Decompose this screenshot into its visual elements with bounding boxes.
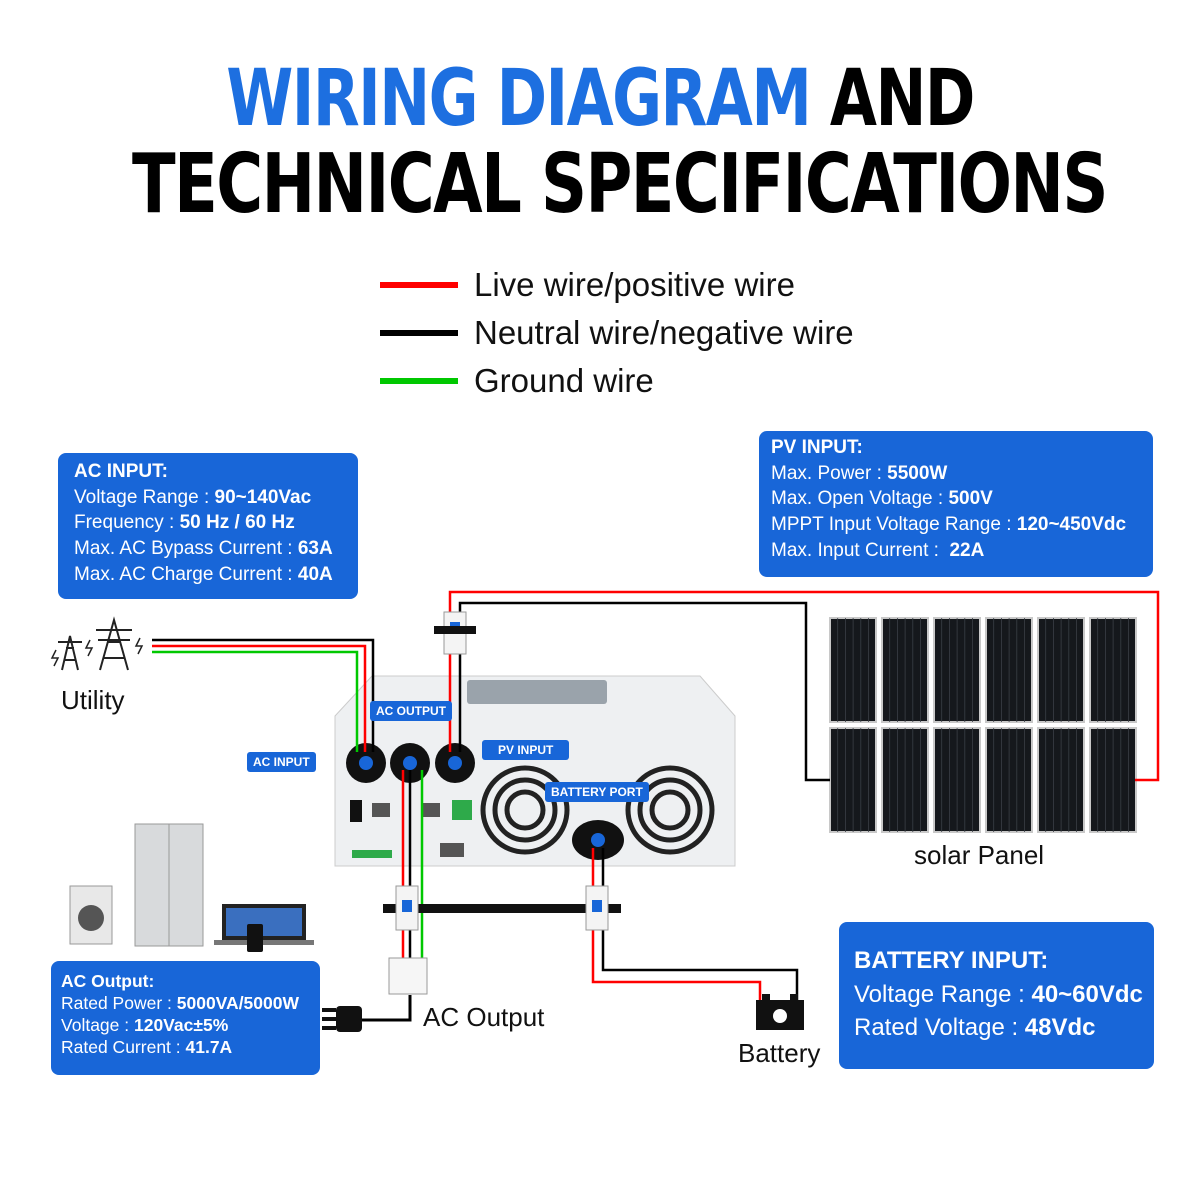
legend-ground: Ground wire — [380, 362, 654, 400]
spec-heading: AC Output: — [61, 971, 155, 991]
ac-input-spec-box: AC INPUT: Voltage Range : 90~140Vac Freq… — [58, 453, 358, 599]
battery-icon — [756, 994, 804, 1030]
spec-row: Voltage Range : 40~60Vdc — [854, 978, 1143, 1012]
title-line-2: TECHNICAL SPECIFICATIONS — [132, 137, 1108, 232]
spec-label: Voltage Range : — [74, 486, 215, 508]
title-black: AND — [829, 54, 975, 144]
battery-input-spec-box: BATTERY INPUT: Voltage Range : 40~60Vdc … — [839, 922, 1154, 1069]
spec-value: 120~450Vdc — [1016, 513, 1127, 535]
spec-row: MPPT Input Voltage Range : 120~450Vdc — [771, 512, 1141, 538]
spec-value: 22A — [949, 539, 985, 561]
ac-output-label: AC Output — [423, 1002, 545, 1032]
spec-row: Frequency : 50 Hz / 60 Hz — [74, 510, 342, 536]
ac-input-tag: AC INPUT — [247, 752, 316, 772]
ground-line-swatch — [380, 378, 458, 384]
spec-heading: BATTERY INPUT: — [854, 947, 1049, 974]
pv-input-spec-box: PV INPUT: Max. Power : 5500W Max. Open V… — [759, 431, 1153, 577]
spec-row: Max. Power : 5500W — [771, 461, 1141, 487]
spec-value: 48Vdc — [1024, 1014, 1096, 1042]
spec-value: 120Vac±5% — [133, 1014, 229, 1035]
appliances-icon — [69, 823, 314, 952]
legend-neutral: Neutral wire/negative wire — [380, 314, 854, 352]
utility-tower-icon — [50, 616, 144, 671]
solar-panel-array — [829, 617, 1137, 833]
breaker-icon — [395, 611, 609, 931]
spec-heading: PV INPUT: — [771, 437, 863, 458]
ac-output-tag: AC OUTPUT — [370, 701, 452, 721]
spec-value: 500V — [948, 488, 993, 510]
battery-port — [591, 833, 605, 847]
ac-output-port — [403, 756, 417, 770]
ac-input-port — [359, 756, 373, 770]
spec-label: MPPT Input Voltage Range : — [771, 513, 1017, 535]
spec-label: Voltage : — [61, 1014, 134, 1035]
spec-label: Rated Voltage : — [854, 1014, 1025, 1042]
title-line-1: WIRING DIAGRAM AND — [132, 60, 1068, 138]
title-blue: WIRING DIAGRAM — [226, 54, 812, 144]
legend-label: Live wire/positive wire — [474, 266, 795, 303]
spec-label: Max. AC Charge Current : — [74, 563, 298, 585]
battery-port-tag: BATTERY PORT — [545, 782, 649, 802]
din-rail — [383, 904, 621, 913]
spec-row: Voltage : 120Vac±5% — [61, 1015, 310, 1037]
spec-row: Max. Input Current : 22A — [771, 538, 1141, 564]
spec-row: Rated Current : 41.7A — [61, 1037, 310, 1059]
legend-live: Live wire/positive wire — [380, 266, 795, 304]
outlet-icon — [388, 957, 428, 995]
neutral-line-swatch — [380, 330, 458, 336]
spec-value: 41.7A — [185, 1036, 233, 1057]
spec-value: 40~60Vdc — [1031, 980, 1143, 1008]
solar-panel-label: solar Panel — [914, 840, 1045, 870]
spec-label: Rated Power : — [61, 992, 177, 1013]
battery-label: Battery — [738, 1038, 821, 1068]
spec-label: Voltage Range : — [854, 980, 1032, 1008]
spec-label: Max. Power : — [771, 462, 888, 484]
spec-row: Rated Voltage : 48Vdc — [854, 1011, 1139, 1045]
spec-row: Voltage Range : 90~140Vac — [74, 485, 342, 511]
spec-label: Frequency : — [74, 512, 180, 534]
spec-row: Max. Open Voltage : 500V — [771, 486, 1141, 512]
spec-value: 40A — [297, 563, 333, 585]
spec-row: Max. AC Bypass Current : 63A — [74, 536, 342, 562]
spec-value: 90~140Vac — [214, 486, 312, 508]
legend-label: Ground wire — [474, 362, 654, 399]
pv-input-port — [448, 756, 462, 770]
spec-row: Rated Power : 5000VA/5000W — [61, 993, 310, 1015]
spec-label: Rated Current : — [61, 1036, 186, 1057]
spec-label: Max. Open Voltage : — [771, 488, 949, 510]
inverter — [334, 675, 736, 867]
wires — [152, 590, 1160, 1022]
pv-input-tag: PV INPUT — [482, 740, 570, 760]
spec-row: Max. AC Charge Current : 40A — [74, 562, 342, 588]
spec-value: 50 Hz / 60 Hz — [179, 512, 295, 534]
spec-value: 63A — [297, 537, 333, 559]
inverter-display — [467, 680, 607, 704]
live-line-swatch — [380, 282, 458, 288]
spec-label: Max. Input Current : — [771, 539, 950, 561]
spec-value: 5500W — [887, 462, 948, 484]
legend-label: Neutral wire/negative wire — [474, 314, 854, 351]
spec-value: 5000VA/5000W — [176, 992, 300, 1013]
plug-icon — [322, 1006, 362, 1032]
utility-label: Utility — [61, 685, 125, 715]
ac-output-spec-box: AC Output: Rated Power : 5000VA/5000W Vo… — [51, 961, 320, 1075]
spec-heading: AC INPUT: — [74, 461, 168, 482]
fan-icon — [480, 765, 715, 855]
spec-label: Max. AC Bypass Current : — [74, 537, 298, 559]
